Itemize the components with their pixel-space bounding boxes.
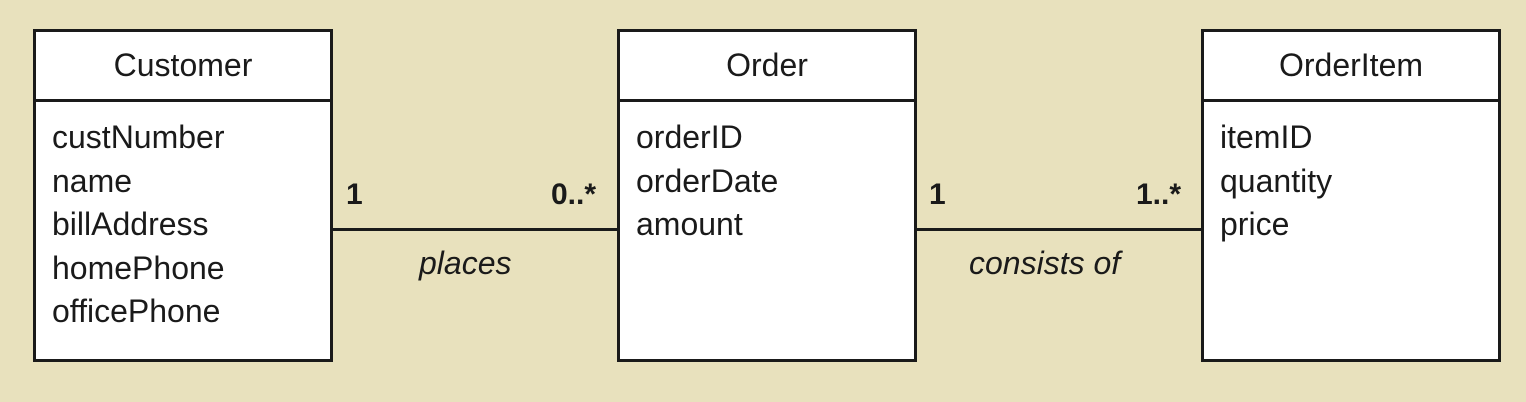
multiplicity-places-target: 0..*	[551, 178, 597, 211]
attribute-homephone: homePhone	[52, 249, 225, 286]
attribute-billaddress: billAddress	[52, 206, 209, 242]
association-label-consists-of: consists of	[969, 245, 1121, 281]
attribute-orderid: orderID	[636, 119, 743, 155]
attribute-amount: amount	[636, 206, 743, 242]
multiplicity-places-source: 1	[346, 178, 363, 211]
attribute-list-order: orderID orderDate amount	[620, 102, 914, 247]
class-order: Order orderID orderDate amount	[617, 29, 917, 362]
attribute-orderdate: orderDate	[636, 162, 779, 199]
attribute-list-customer: custNumber name billAddress homePhone of…	[36, 102, 330, 334]
class-name-customer: Customer	[36, 32, 330, 102]
attribute-price: price	[1220, 206, 1290, 242]
multiplicity-consists-of-source: 1	[929, 178, 946, 211]
class-orderitem: OrderItem itemID quantity price	[1201, 29, 1501, 362]
class-customer: Customer custNumber name billAddress hom…	[33, 29, 333, 362]
association-line-places	[332, 228, 618, 231]
attribute-officephone: officePhone	[52, 293, 221, 329]
class-name-order: Order	[620, 32, 914, 102]
attribute-name: name	[52, 162, 133, 199]
attribute-list-orderitem: itemID quantity price	[1204, 102, 1498, 247]
association-line-consists-of	[916, 228, 1202, 231]
association-label-places: places	[419, 245, 512, 281]
attribute-quantity: quantity	[1220, 162, 1333, 199]
attribute-custnumber: custNumber	[52, 119, 225, 155]
attribute-itemid: itemID	[1220, 119, 1313, 155]
class-name-orderitem: OrderItem	[1204, 32, 1498, 102]
multiplicity-consists-of-target: 1..*	[1136, 178, 1182, 211]
